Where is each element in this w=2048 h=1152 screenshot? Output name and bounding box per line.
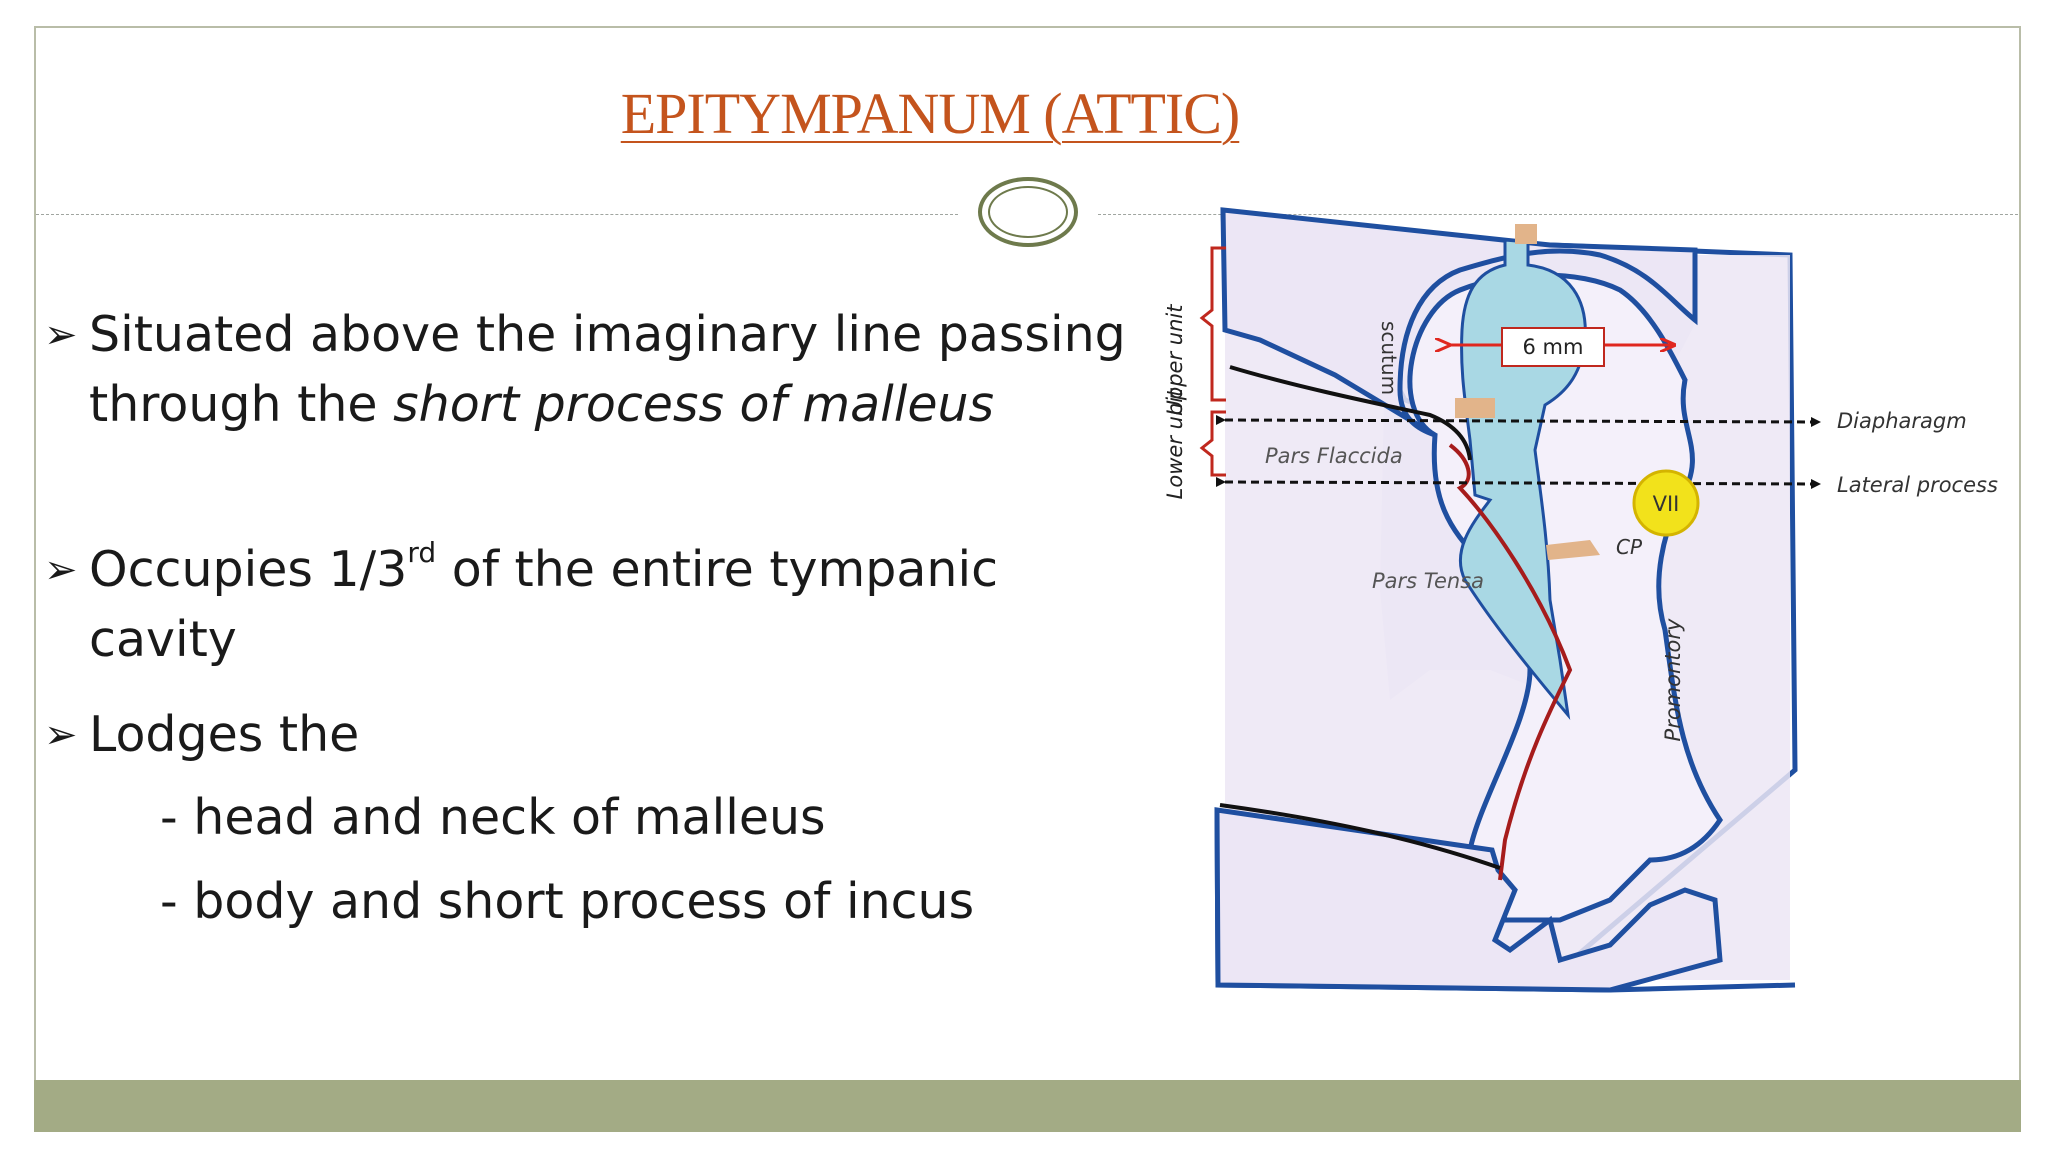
- sub-item: - head and neck of malleus: [160, 789, 826, 846]
- bullet-text: Occupies 1/3: [89, 541, 408, 598]
- lateral-process-label: Lateral process: [1837, 473, 1998, 497]
- arrow-bullet-icon: ➢: [44, 547, 78, 593]
- attic-diagram: Upper unit Lower unit scutum 6 mm Diapha…: [1130, 200, 2030, 1020]
- divider-left: [36, 214, 958, 215]
- width-label: 6 mm: [1523, 335, 1584, 359]
- bullet-text: through the: [89, 376, 394, 433]
- arrow-bullet-icon: ➢: [44, 712, 78, 758]
- bullet-text: of the entire tympanic cavity: [89, 541, 999, 668]
- cp-label: CP: [1616, 535, 1643, 559]
- pars-tensa-label: Pars Tensa: [1372, 569, 1484, 593]
- pars-flaccida-membrane: [1229, 365, 1472, 461]
- width-label-box: [1501, 327, 1605, 367]
- suspensory-ligament: [1515, 224, 1537, 244]
- arrow-bullet-icon: ➢: [44, 312, 78, 358]
- diaphragm-line: [1215, 414, 1821, 427]
- tensor-tendon: [1546, 540, 1600, 560]
- bullet-text: Lodges the: [89, 706, 360, 763]
- facial-nerve-circle: [1632, 469, 1700, 537]
- lower-unit-label: Lower unit: [1163, 388, 1187, 499]
- sub-item: - body and short process of incus: [160, 873, 975, 930]
- bullet-emphasis: short process of malleus: [393, 376, 995, 433]
- diaphragm-label: Diapharagm: [1837, 409, 1967, 433]
- lateral-process-line: [1215, 476, 1821, 489]
- promontory-label: Promontory: [1661, 618, 1685, 741]
- bullet-line: Situated above the imaginary line passin…: [89, 306, 1126, 363]
- lower-unit-bracket: [1199, 410, 1226, 477]
- scutum-label: scutum: [1377, 321, 1401, 395]
- footer-bar: [34, 1080, 2021, 1132]
- upper-unit-label: Upper unit: [1163, 304, 1187, 416]
- nerve-label: VII: [1653, 492, 1680, 516]
- lateral-ligament: [1455, 398, 1495, 418]
- superscript: rd: [407, 536, 437, 569]
- slide-title: EPITYMPANUM (ATTIC): [620, 81, 1241, 146]
- diagram-svg: Upper unit Lower unit scutum 6 mm Diapha…: [1163, 207, 1998, 993]
- upper-unit-bracket: [1199, 246, 1226, 402]
- divider-right: [1098, 214, 2018, 215]
- pars-flaccida-label: Pars Flaccida: [1265, 444, 1403, 468]
- bullet-line: through the short process of malleus: [89, 370, 1134, 440]
- ornament-icon: [978, 177, 1078, 247]
- bony-floor: [1214, 807, 1723, 993]
- canal-floor: [1219, 803, 1501, 870]
